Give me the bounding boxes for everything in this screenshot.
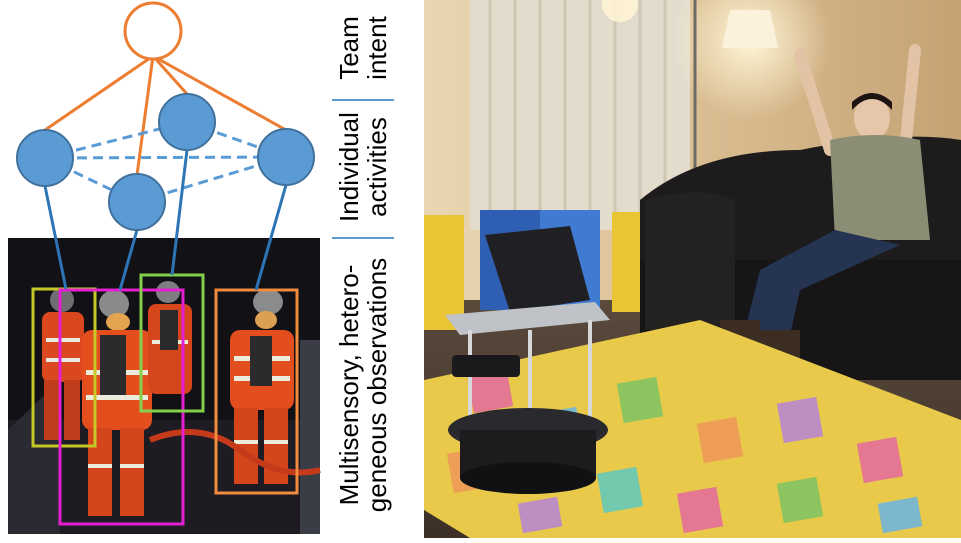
- individual-activities-label: Individual activities: [334, 93, 392, 241]
- individual-activities-label-line1: Individual: [334, 112, 364, 222]
- team-intent-label-line2: intent: [362, 16, 392, 80]
- activity-node: [16, 129, 74, 187]
- team-intent-label-line1: Team: [334, 16, 364, 80]
- activity-node: [108, 173, 166, 231]
- living-room-photo: [424, 0, 961, 538]
- observations-label-line2: geneous observations: [362, 257, 392, 513]
- label-separator: [332, 237, 394, 239]
- robot-figure: [445, 226, 610, 494]
- firefighters-photo: [8, 238, 321, 534]
- firefighter-figure: [230, 289, 294, 484]
- individual-activities-label-line2: activities: [362, 117, 392, 217]
- activity-node: [257, 128, 315, 186]
- label-separator: [332, 99, 394, 101]
- firefighter-figure: [42, 288, 84, 440]
- team-intent-node: [123, 1, 183, 61]
- activity-node: [158, 93, 216, 151]
- firefighter-figure: [82, 290, 152, 516]
- woman-figure: [720, 44, 930, 385]
- observations-label: Multisensory, hetero- geneous observatio…: [334, 248, 392, 522]
- observations-label-line1: Multisensory, hetero-: [334, 264, 364, 506]
- intent-edges: [44, 54, 287, 176]
- firefighter-figure: [148, 281, 192, 394]
- team-intent-label: Team intent: [334, 0, 392, 105]
- observation-edges: [43, 149, 288, 291]
